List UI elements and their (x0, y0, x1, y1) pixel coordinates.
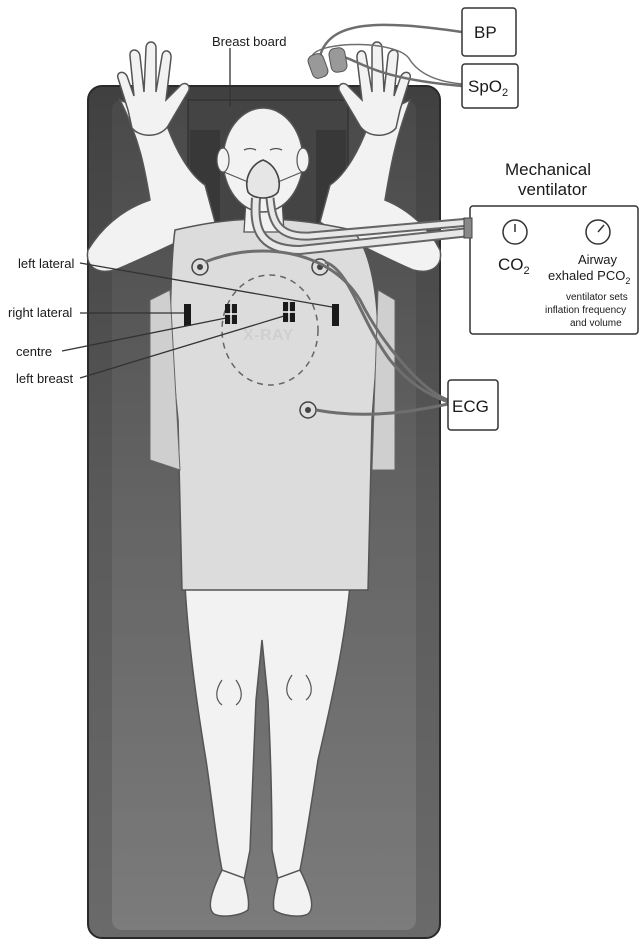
finger-sensor-2 (328, 47, 348, 73)
right-ear (217, 148, 229, 172)
ventilator-note-3: and volume (570, 318, 622, 329)
xray-label: X-RAY (243, 327, 294, 344)
marker-left-lateral (332, 304, 339, 326)
tube-connector (464, 218, 472, 238)
marker-left-breast (283, 302, 295, 322)
airway-gauge-icon (586, 220, 610, 244)
airway-label-1: Airway (578, 252, 618, 267)
ventilator-title-1: Mechanical (505, 160, 591, 179)
bp-label: BP (474, 23, 497, 42)
ventilator-note-2: inflation frequency (545, 305, 626, 316)
label-centre: centre (16, 344, 52, 359)
ventilator-title-2: ventilator (518, 180, 587, 199)
ecg-label: ECG (452, 397, 489, 416)
left-ear (297, 148, 309, 172)
co2-gauge-icon (503, 220, 527, 244)
label-left-breast: left breast (16, 371, 73, 386)
label-breast-board: Breast board (212, 34, 286, 49)
ecg-electrode-3 (300, 402, 316, 418)
marker-right-lateral (184, 304, 191, 326)
finger-sensor-1 (306, 52, 329, 80)
marker-centre (225, 304, 237, 324)
label-right-lateral: right lateral (8, 305, 72, 320)
label-left-lateral: left lateral (18, 256, 74, 271)
ventilator-note-1: ventilator sets (566, 292, 628, 303)
